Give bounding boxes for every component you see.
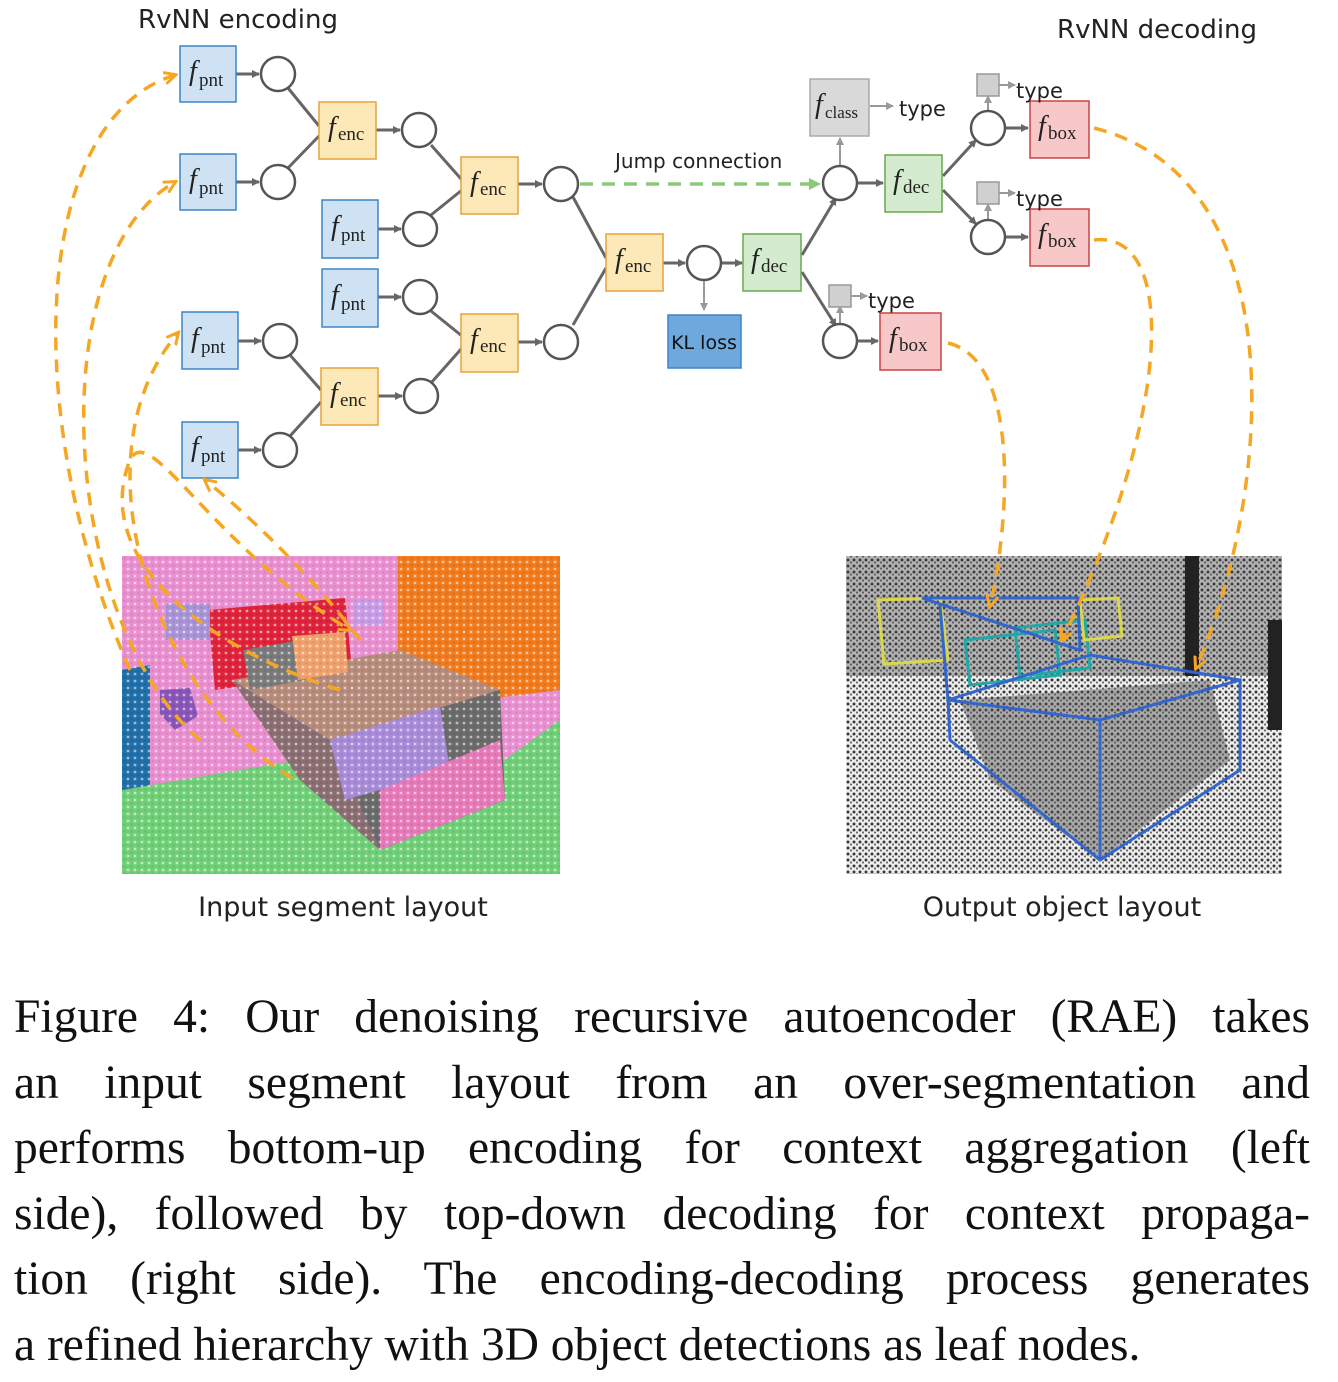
input-image-caption: Input segment layout bbox=[198, 892, 488, 923]
svg-text:f: f bbox=[331, 280, 342, 311]
svg-text:pnt: pnt bbox=[199, 178, 224, 199]
enc-node: f enc bbox=[605, 233, 664, 292]
svg-text:f: f bbox=[893, 165, 904, 196]
node-circle bbox=[542, 323, 580, 361]
box-node: f box bbox=[879, 312, 942, 371]
node-circle bbox=[542, 165, 580, 203]
box-node: f box bbox=[1029, 208, 1090, 267]
svg-text:f: f bbox=[889, 323, 900, 354]
svg-text:box: box bbox=[1048, 123, 1077, 144]
node-circle bbox=[401, 210, 439, 248]
orange-dashed-arrows bbox=[54, 75, 1254, 780]
svg-text:f: f bbox=[189, 164, 200, 195]
decoder-edges bbox=[800, 124, 1029, 345]
svg-text:dec: dec bbox=[761, 256, 787, 277]
pnt-node: f pnt bbox=[179, 45, 237, 103]
svg-text:enc: enc bbox=[480, 336, 506, 357]
type-label: type bbox=[1016, 187, 1063, 211]
caption-line: side), followed by top-down decoding for… bbox=[14, 1187, 1310, 1240]
encoding-heading: RvNN encoding bbox=[138, 5, 338, 35]
box-node: f box bbox=[1029, 100, 1090, 159]
node-circle bbox=[259, 163, 297, 201]
svg-text:f: f bbox=[331, 211, 342, 242]
svg-text:box: box bbox=[1048, 231, 1077, 252]
caption-line: an input segment layout from an over-seg… bbox=[14, 1056, 1310, 1109]
node-circle bbox=[821, 164, 859, 202]
node-circle bbox=[401, 278, 439, 316]
svg-text:f: f bbox=[751, 244, 762, 275]
type-edges bbox=[700, 81, 1016, 323]
node-circle bbox=[261, 322, 299, 360]
figure-caption: Figure 4: Our denoising recursive autoen… bbox=[14, 985, 1310, 1378]
output-object-image bbox=[846, 556, 1282, 874]
type-label: type bbox=[899, 97, 946, 121]
type-squares bbox=[828, 73, 1000, 308]
svg-text:KL loss: KL loss bbox=[671, 332, 737, 354]
kl-loss-box: KL loss bbox=[667, 314, 742, 369]
svg-text:f: f bbox=[470, 324, 481, 355]
rae-figure: RvNN encoding RvNN decoding bbox=[54, 5, 1282, 923]
svg-text:f: f bbox=[470, 167, 481, 198]
svg-text:f: f bbox=[1038, 219, 1049, 250]
dec-node: f dec bbox=[742, 233, 802, 292]
svg-text:f: f bbox=[191, 323, 202, 354]
svg-text:f: f bbox=[815, 89, 826, 120]
enc-node: f enc bbox=[460, 313, 519, 373]
enc-node: f enc bbox=[318, 101, 377, 160]
svg-text:f: f bbox=[328, 112, 339, 143]
pnt-node: f pnt bbox=[321, 199, 379, 259]
root-circle bbox=[685, 244, 723, 282]
node-circle bbox=[969, 109, 1007, 147]
svg-text:enc: enc bbox=[480, 179, 506, 200]
dec-node: f dec bbox=[884, 154, 943, 213]
svg-text:enc: enc bbox=[338, 124, 364, 145]
node-circle bbox=[969, 218, 1007, 256]
enc-node: f enc bbox=[320, 367, 379, 426]
hidden-nodes bbox=[259, 55, 1007, 469]
svg-text:f: f bbox=[189, 56, 200, 87]
node-circle bbox=[261, 431, 299, 469]
caption-line: performs bottom-up encoding for context … bbox=[14, 1122, 1310, 1174]
node-circle bbox=[821, 322, 859, 360]
type-label: type bbox=[1016, 79, 1063, 103]
enc-node: f enc bbox=[460, 156, 519, 215]
class-node: f class bbox=[809, 78, 870, 137]
svg-text:dec: dec bbox=[903, 177, 929, 198]
pnt-node: f pnt bbox=[179, 153, 237, 211]
svg-text:f: f bbox=[1038, 111, 1049, 142]
svg-text:pnt: pnt bbox=[201, 446, 226, 467]
svg-text:enc: enc bbox=[625, 256, 651, 277]
output-image-caption: Output object layout bbox=[923, 892, 1201, 923]
caption-line: a refined hierarchy with 3D object detec… bbox=[14, 1318, 1141, 1371]
decoding-heading: RvNN decoding bbox=[1057, 15, 1257, 45]
type-label: type bbox=[868, 289, 915, 313]
pnt-node: f pnt bbox=[181, 311, 239, 370]
node-circle bbox=[400, 111, 438, 149]
svg-text:f: f bbox=[615, 244, 626, 275]
svg-text:pnt: pnt bbox=[201, 337, 226, 358]
svg-text:pnt: pnt bbox=[341, 225, 366, 246]
svg-text:pnt: pnt bbox=[199, 70, 224, 91]
svg-text:f: f bbox=[330, 378, 341, 409]
pnt-node: f pnt bbox=[181, 421, 239, 479]
svg-text:pnt: pnt bbox=[341, 294, 366, 315]
encoder-edges bbox=[236, 70, 743, 454]
input-segment-image bbox=[122, 556, 560, 874]
pnt-node: f pnt bbox=[321, 268, 379, 328]
svg-text:f: f bbox=[191, 432, 202, 463]
node-circle bbox=[259, 55, 297, 93]
svg-text:box: box bbox=[899, 335, 928, 356]
caption-line: tion (right side). The encoding-decoding… bbox=[14, 1253, 1310, 1305]
svg-text:class: class bbox=[825, 103, 858, 122]
jump-connection-label: Jump connection bbox=[613, 149, 782, 173]
node-circle bbox=[402, 377, 440, 415]
svg-text:enc: enc bbox=[340, 390, 366, 411]
caption-line: Figure 4: Our denoising recursive autoen… bbox=[14, 991, 1310, 1043]
